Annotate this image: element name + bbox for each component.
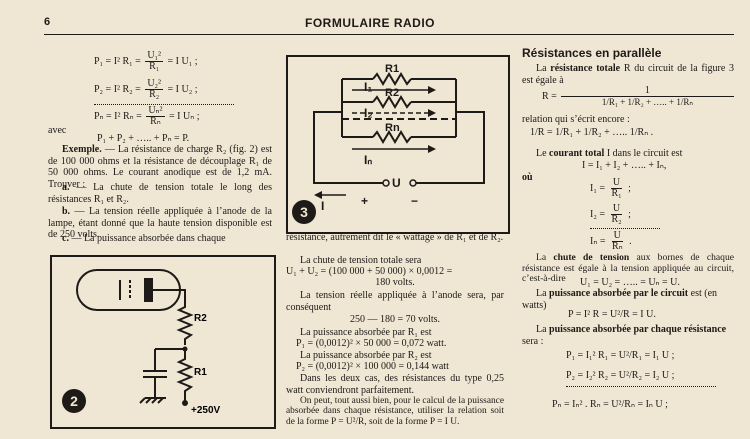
total-resistance-equation: R = 1 1/R₁ + 1/R₂ + ….. + 1/Rₙ <box>542 86 734 107</box>
terminal-plus <box>382 179 390 187</box>
inverse-resistance-equation: 1/R = 1/R₁ + 1/R₂ + ….. 1/Rₙ . <box>530 127 654 138</box>
col2-p5: Dans les deux cas, des résistances du ty… <box>286 373 504 396</box>
junction-dot <box>182 346 188 352</box>
in-label: Iₙ <box>364 153 372 167</box>
supply-terminal <box>182 400 188 406</box>
i-label: I <box>321 199 324 213</box>
figure-2-schematic: R2 R1 +250V 2 <box>62 269 221 416</box>
avec-label: avec <box>48 125 67 136</box>
col2-p1: La chute de tension totale sera <box>300 255 422 266</box>
rn-label: Rn <box>385 122 400 134</box>
item-c: c. — La puissance absorbée dans chaque <box>62 233 226 244</box>
figure-number: 2 <box>70 393 78 409</box>
resistor-r2 <box>372 95 412 109</box>
chute-equation: U₁ = U₂ = ….. = Uₙ = U. <box>580 277 680 288</box>
dotted-separator <box>94 104 234 105</box>
col2-continuation: résistance, autrement dit le « wattage »… <box>286 232 504 243</box>
col2-p4-eq: P₂ = (0,0012)² × 100 000 = 0,144 watt <box>296 361 449 372</box>
col2-p2-eq: 250 — 180 = 70 volts. <box>349 314 441 325</box>
power-rn-equation: Pₙ = Iₙ² . Rₙ = U²/Rₙ = Iₙ U ; <box>552 399 668 410</box>
resistor-rn <box>372 130 412 144</box>
plus-label: + <box>361 194 368 208</box>
figure-3: R1 R2 Rn I₁ I₂ Iₙ I + U − 3 <box>286 55 510 234</box>
col2-p3-eq: P₁ = (0,0012)² × 50 000 = 0,072 watt. <box>296 338 447 349</box>
power-equation: P = I² R = U²/R = I U. <box>568 309 656 320</box>
ou-label: où <box>522 172 533 183</box>
header-rule <box>44 34 734 35</box>
figure-number-badge <box>292 200 316 224</box>
r1-label: R1 <box>385 63 399 75</box>
resistor-r1 <box>372 72 412 86</box>
puissance-paragraph: La puissance absorbée par le circuit est… <box>522 288 718 311</box>
figure-number-badge <box>62 389 86 413</box>
example-paragraph: Exemple. — La résistance de charge R₂ (f… <box>48 144 272 190</box>
minus-label: − <box>411 194 418 208</box>
item-b: b. — La tension réelle appliquée à l’ano… <box>48 206 272 241</box>
resistor-r1 <box>176 349 194 402</box>
chute-paragraph: La chute de tension aux bornes de chaque… <box>522 252 734 285</box>
r2-label: R2 <box>385 87 399 99</box>
power-r2-equation: P₂ = I₂² R₂ = U²/R₂ = I₂ U ; <box>566 370 675 381</box>
page-number: 6 <box>44 16 51 28</box>
relation-text: relation qui s’écrit encore : <box>522 114 630 125</box>
figure-number: 3 <box>300 204 308 220</box>
intro-paragraph: La résistance totale R du circuit de la … <box>522 63 734 86</box>
power-sum-equation: P₁ + P₂ + ….. + Pₙ = P. <box>97 133 190 144</box>
i1-label: I₁ <box>364 80 372 94</box>
col2-p4: La puissance absorbée par R₂ est <box>300 350 432 361</box>
resistor-r2 <box>176 302 194 345</box>
i2-label: I₂ <box>364 106 373 120</box>
vacuum-tube-envelope <box>76 269 181 311</box>
section-title: Résistances en parallèle <box>522 46 662 60</box>
col2-p1-result: 180 volts. <box>375 277 415 288</box>
terminal-minus <box>409 179 417 187</box>
r2-label: R2 <box>194 313 207 324</box>
figure-2: R2 R1 +250V 2 <box>50 255 276 429</box>
col2-p1-eq: U₁ + U₂ = (100 000 + 50 000) × 0,0012 = <box>286 266 453 277</box>
courant-equation: I = I₁ + I₂ + ….. + Iₙ, <box>582 160 667 171</box>
dotted-separator <box>566 386 716 387</box>
item-a: a. — La chute de tension totale le long … <box>48 182 272 205</box>
puissance-each-paragraph: La puissance absorbée par chaque résista… <box>522 324 727 347</box>
col2-p6: On peut, tout aussi bien, pour le calcul… <box>286 396 504 427</box>
courant-paragraph: Le courant total I dans le circuit est <box>536 148 683 159</box>
r1-label: R1 <box>194 367 207 378</box>
dotted-separator <box>590 228 660 229</box>
running-title: FORMULAIRE RADIO <box>305 16 435 30</box>
power-r1-equation: P₁ = I₁² R₁ = U²/R₁ = I₁ U ; <box>566 350 675 361</box>
figure-3-schematic: R1 R2 Rn I₁ I₂ Iₙ I + U − 3 <box>292 63 485 224</box>
col2-p3: La puissance absorbée par R₁ est <box>300 327 432 338</box>
u-label: U <box>392 176 401 190</box>
plate <box>144 278 153 302</box>
col2-p2: La tension réelle appliquée à l’anode se… <box>286 290 504 313</box>
voltage-label: +250V <box>191 405 221 416</box>
